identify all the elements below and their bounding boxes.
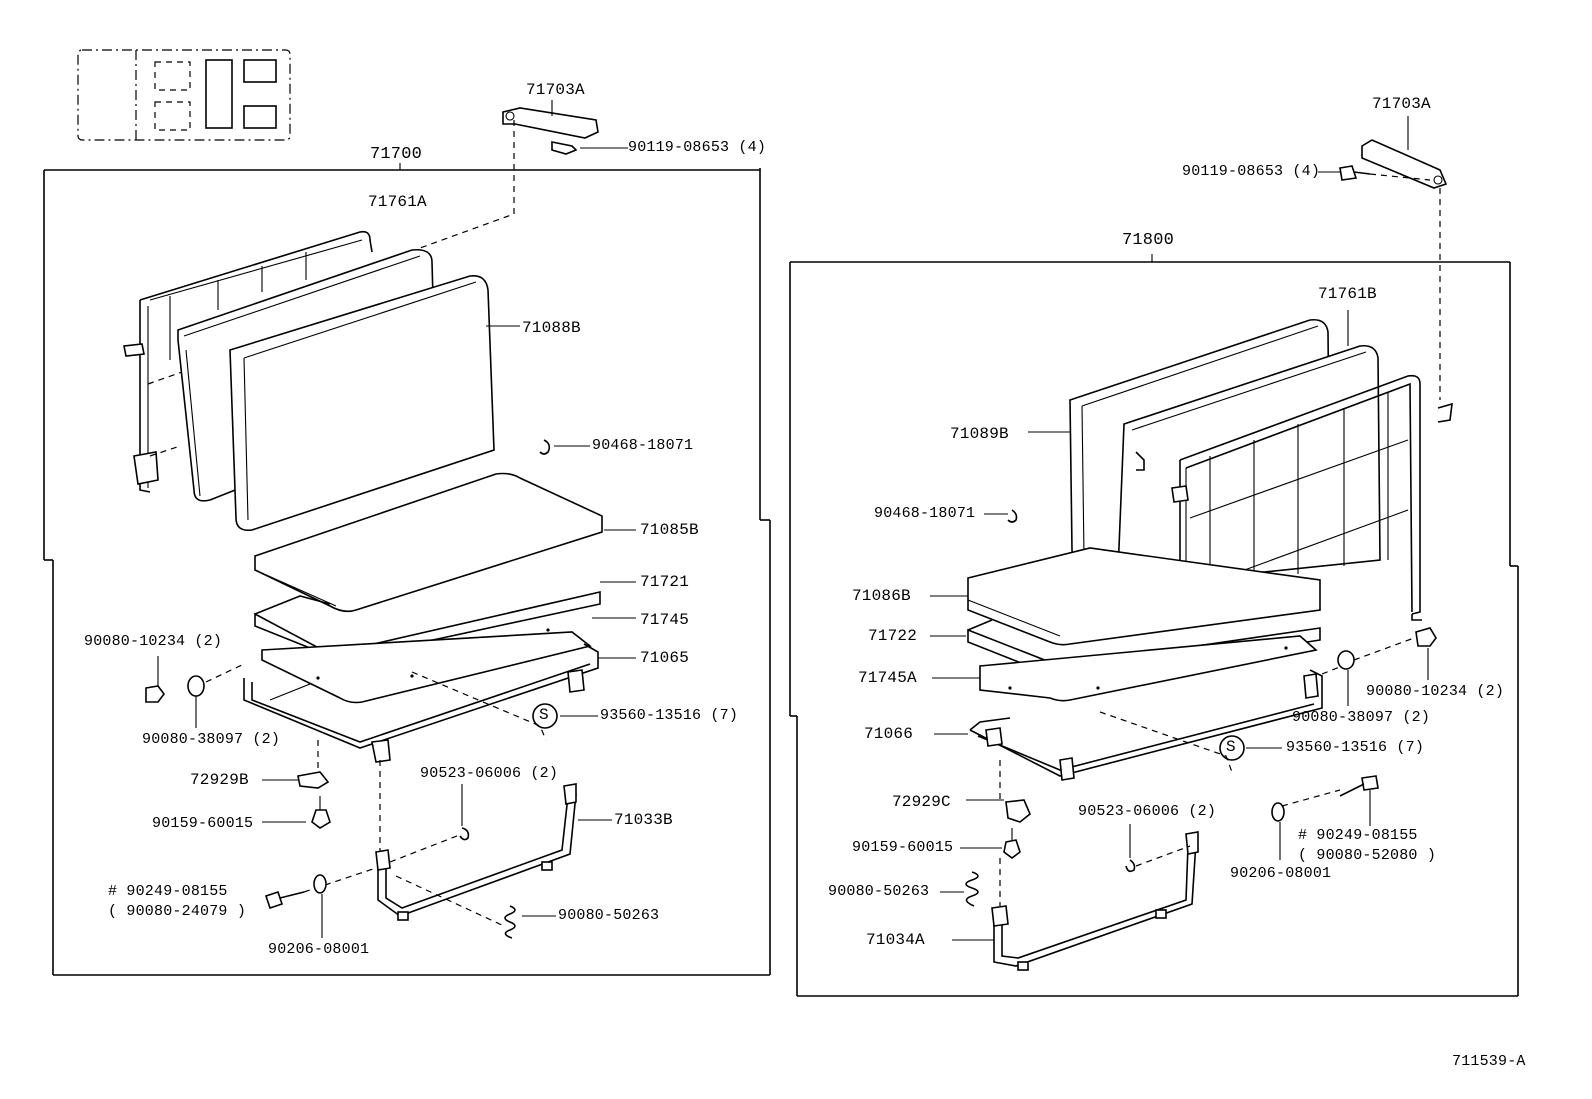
left-bushing-label: 90080-38097 (2) xyxy=(142,731,281,748)
left-hog-ring-label: 93560-13516 (7) xyxy=(600,707,739,724)
left-washer-label: 90206-08001 xyxy=(268,941,370,958)
right-bracket-label: 72929C xyxy=(892,793,951,811)
left-spring-label: 90080-50263 xyxy=(558,907,660,924)
right-bolt-label: 90080-10234 (2) xyxy=(1366,683,1505,700)
right-seat-cushion-label: 71086B xyxy=(852,587,911,605)
left-seat-frame-label: 71065 xyxy=(640,649,690,667)
right-hog-ring-symbol: S xyxy=(1226,738,1236,756)
right-bolt-hash-label: # 90249-08155 xyxy=(1298,827,1418,844)
right-hog-ring-label: 93560-13516 (7) xyxy=(1286,739,1425,756)
left-clip-label: 90468-18071 xyxy=(592,437,694,454)
left-back-frame-drawing xyxy=(123,230,373,493)
left-bracket-label: 72929B xyxy=(190,771,249,789)
right-back-cushion-label: 71089B xyxy=(950,425,1009,443)
left-seat-cushion-drawing xyxy=(254,472,636,613)
right-seat-frame-drawing xyxy=(934,637,1415,781)
right-seat-frame-label: 71066 xyxy=(864,725,914,743)
right-seat-pad-label: 71722 xyxy=(868,627,918,645)
left-seat-spring-label: 71745 xyxy=(640,611,690,629)
left-bolt-label: 90080-10234 (2) xyxy=(84,633,223,650)
right-back-frame-label: 71761B xyxy=(1318,285,1377,303)
right-assembly-outline xyxy=(789,254,1519,997)
left-back-cushion-label: 71088B xyxy=(522,319,581,337)
diagram-id: 711539-A xyxy=(1452,1053,1526,1070)
right-hinge-label: 71703A xyxy=(1372,95,1431,113)
left-hinge-bolt-label: 90119-08653 (4) xyxy=(628,139,767,156)
right-clip-b-label: 90523-06006 (2) xyxy=(1078,803,1217,820)
vehicle-locator-inset xyxy=(77,49,291,141)
right-seat-spring-label: 71745A xyxy=(858,669,917,687)
right-hinge-bolt-label: 90119-08653 (4) xyxy=(1182,163,1321,180)
left-bolt-hash-label: # 90249-08155 xyxy=(108,883,228,900)
right-hardware-drawing xyxy=(940,509,1437,971)
right-screw-label: 90159-60015 xyxy=(852,839,954,856)
right-assembly-number: 71800 xyxy=(1122,231,1175,250)
left-hinge-drawing xyxy=(419,100,628,249)
right-back-frame-drawing xyxy=(1167,374,1422,629)
left-seat-frame-drawing xyxy=(205,643,636,763)
right-clip-label: 90468-18071 xyxy=(874,505,976,522)
left-hog-ring-symbol: S xyxy=(539,706,549,724)
right-back-panel-drawing xyxy=(1117,310,1381,587)
left-seat-pad-label: 71721 xyxy=(640,573,690,591)
left-hinge-label: 71703A xyxy=(526,81,585,99)
left-screw-label: 90159-60015 xyxy=(152,815,254,832)
left-bolt-alt-label: ( 90080-24079 ) xyxy=(108,903,247,920)
right-leg-label: 71034A xyxy=(866,931,925,949)
right-bushing-label: 90080-38097 (2) xyxy=(1292,709,1431,726)
right-seat-spring-drawing xyxy=(932,635,1318,702)
left-assembly-outline xyxy=(43,163,771,976)
right-spring-label: 90080-50263 xyxy=(828,883,930,900)
right-bolt-alt-label: ( 90080-52080 ) xyxy=(1298,847,1437,864)
left-leg-label: 71033B xyxy=(614,811,673,829)
right-seat-cushion-drawing xyxy=(930,547,1321,646)
left-seat-cushion-label: 71085B xyxy=(640,521,699,539)
right-washer-label: 90206-08001 xyxy=(1230,865,1332,882)
left-assembly-number: 71700 xyxy=(370,145,423,164)
right-hinge-drawing xyxy=(1318,116,1453,423)
left-seat-spring-drawing xyxy=(261,617,636,704)
left-hardware-drawing xyxy=(145,439,612,939)
left-clip-b-label: 90523-06006 (2) xyxy=(420,765,559,782)
left-back-frame-label: 71761A xyxy=(368,193,427,211)
left-back-cushion-drawing xyxy=(229,274,520,532)
